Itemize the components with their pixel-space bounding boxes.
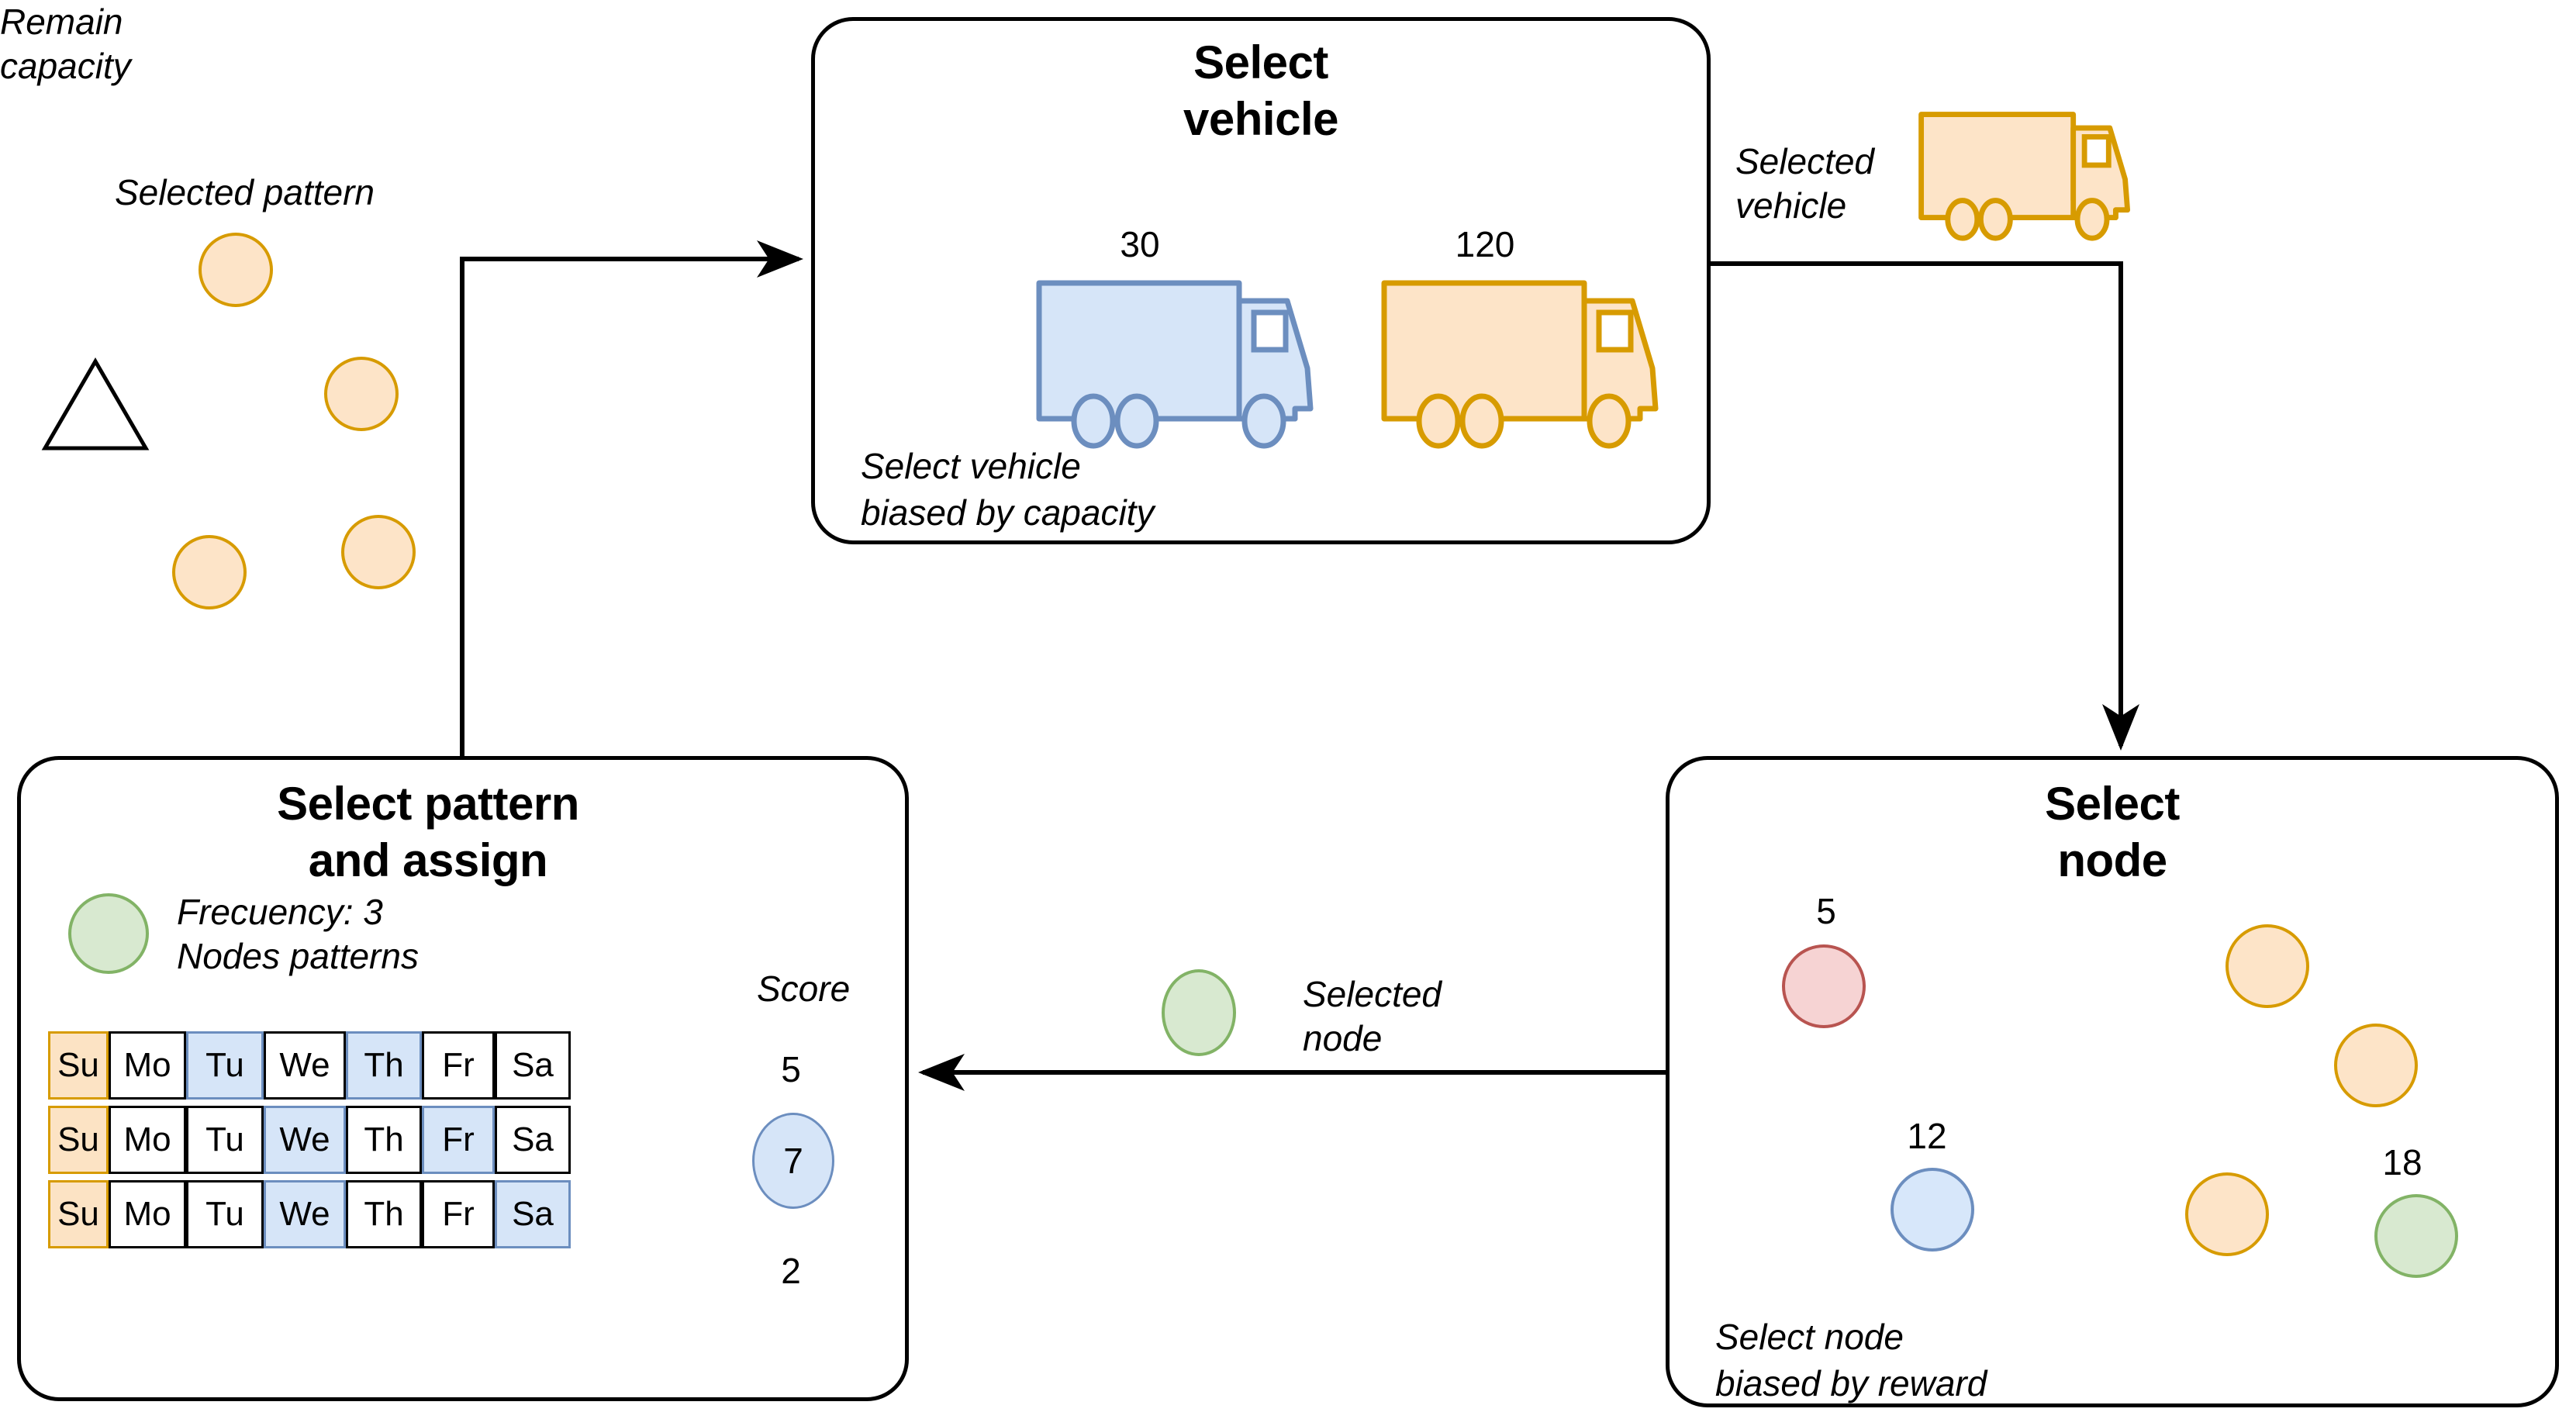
cell-day[interactable]: Tu <box>186 1180 264 1248</box>
vehicle-capacity-30: 30 <box>1120 224 1160 264</box>
vehicle-capacity-120: 120 <box>1455 224 1515 264</box>
selected-vehicle-label-line2: vehicle <box>1735 185 1847 226</box>
remain-capacity-label: Remain capacity <box>0 0 2576 88</box>
cell-day[interactable]: Fr <box>422 1031 495 1100</box>
table-row[interactable]: Su Mo Tu We Th Fr Sa <box>48 1031 746 1100</box>
arrow-pattern-to-vehicle <box>460 240 803 756</box>
frequency-legend-line2: Nodes patterns <box>177 936 419 977</box>
cell-day[interactable]: Fr <box>422 1180 495 1248</box>
remain-capacity-line1: Remain <box>0 2 123 42</box>
select-vehicle-caption-line2: biased by capacity <box>861 492 1155 533</box>
cell-day[interactable]: Th <box>346 1106 422 1174</box>
select-node-caption-line1: Select node <box>1715 1317 1904 1357</box>
score-column-header: Score <box>757 968 851 1009</box>
cell-day[interactable]: Sa <box>495 1106 571 1174</box>
pattern-table: Su Mo Tu We Th Fr Sa Su Mo Tu We Th Fr S… <box>48 1031 746 1255</box>
selected-pattern-label: Selected pattern <box>115 172 375 212</box>
select-node-title-line2: node <box>2057 834 2167 887</box>
cell-day[interactable]: We <box>264 1031 346 1100</box>
cell-day[interactable]: Tu <box>186 1106 264 1174</box>
cell-day[interactable]: Fr <box>422 1106 495 1174</box>
node-dot-red[interactable] <box>1782 944 1866 1028</box>
select-vehicle-caption: Select vehicle biased by capacity <box>861 444 1154 537</box>
node-dot-orange-1[interactable] <box>2226 924 2309 1008</box>
node-reward-5: 5 <box>1816 891 1836 931</box>
cell-day[interactable]: Mo <box>109 1106 186 1174</box>
node-dot-orange-3[interactable] <box>2185 1172 2269 1256</box>
select-node-title-line1: Select <box>2045 778 2180 830</box>
selected-node-label-line1: Selected <box>1303 974 1442 1014</box>
selected-vehicle-label: Selected vehicle <box>1735 140 1874 228</box>
pattern-dot-4 <box>341 515 416 589</box>
select-vehicle-title-line2: vehicle <box>1183 93 1338 146</box>
cell-day[interactable]: Sa <box>495 1031 571 1100</box>
cell-day[interactable]: Su <box>48 1031 109 1100</box>
select-node-caption: Select node biased by reward <box>1715 1314 1987 1407</box>
select-vehicle-title: Select vehicle <box>811 34 1711 147</box>
selected-node-label: Selected node <box>1303 972 1442 1061</box>
cell-day[interactable]: Th <box>346 1180 422 1248</box>
selected-node-dot <box>1162 969 1236 1056</box>
cell-day[interactable]: Mo <box>109 1180 186 1248</box>
cell-day[interactable]: Tu <box>186 1031 264 1100</box>
node-reward-12: 12 <box>1907 1116 1947 1156</box>
select-pattern-title: Select pattern and assign <box>17 775 839 889</box>
cell-day[interactable]: Mo <box>109 1031 186 1100</box>
table-row[interactable]: Su Mo Tu We Th Fr Sa <box>48 1106 746 1174</box>
cell-day[interactable]: Sa <box>495 1180 571 1248</box>
select-pattern-title-line1: Select pattern <box>277 778 579 830</box>
select-pattern-title-line2: and assign <box>308 834 548 887</box>
cell-day[interactable]: Su <box>48 1106 109 1174</box>
selected-vehicle-label-line1: Selected <box>1735 141 1875 181</box>
frequency-legend-line1: Frecuency: 3 <box>177 892 383 932</box>
arrow-vehicle-to-node <box>1711 261 2139 751</box>
select-vehicle-panel[interactable] <box>811 17 1711 544</box>
node-reward-18: 18 <box>2382 1142 2422 1182</box>
row-score-2-selected: 7 <box>752 1113 834 1209</box>
selected-node-label-line2: node <box>1303 1018 1383 1059</box>
select-node-title: Select node <box>1666 775 2559 889</box>
pattern-dot-3 <box>172 535 247 609</box>
cell-day[interactable]: Su <box>48 1180 109 1248</box>
table-row[interactable]: Su Mo Tu We Th Fr Sa <box>48 1180 746 1248</box>
cell-day[interactable]: Th <box>346 1031 422 1100</box>
select-node-caption-line2: biased by reward <box>1715 1362 1987 1403</box>
cell-day[interactable]: We <box>264 1106 346 1174</box>
pattern-dot-1 <box>199 233 273 307</box>
row-score-3: 2 <box>781 1251 801 1291</box>
frequency-legend-dot <box>68 893 149 974</box>
node-dot-green[interactable] <box>2374 1194 2458 1278</box>
cell-day[interactable]: We <box>264 1180 346 1248</box>
remain-capacity-line2: capacity <box>0 46 131 87</box>
node-dot-blue[interactable] <box>1891 1168 1974 1252</box>
frequency-legend-label: Frecuency: 3 Nodes patterns <box>177 890 419 979</box>
node-dot-orange-2[interactable] <box>2334 1024 2418 1107</box>
row-score-1: 5 <box>781 1049 801 1089</box>
pattern-dot-2 <box>324 357 399 431</box>
select-vehicle-title-line1: Select <box>1193 36 1328 88</box>
triangle-depot-icon <box>41 357 150 451</box>
select-vehicle-caption-line1: Select vehicle <box>861 446 1081 486</box>
